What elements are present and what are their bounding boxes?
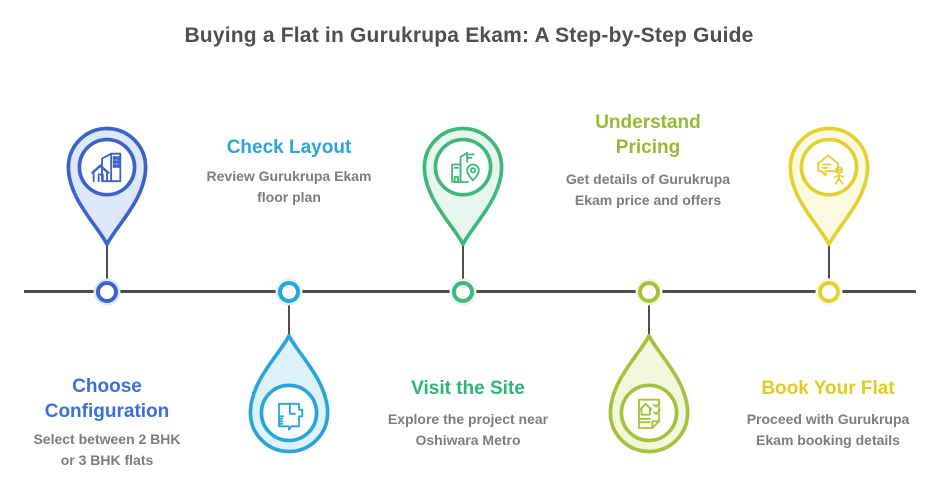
timeline-marker [278, 281, 300, 303]
step-heading: Check Layout [226, 137, 352, 158]
floor-plan-icon [278, 402, 304, 431]
house-agent-icon [817, 154, 845, 185]
buildings-icon [91, 152, 122, 183]
map-pin [422, 126, 504, 247]
connector-line [106, 245, 108, 283]
step-heading: Book Your Flat [761, 378, 895, 399]
step-description: Proceed with Gurukrupa Ekam booking deta… [746, 411, 910, 448]
connector-line [648, 301, 650, 334]
step-heading: Choose Configuration [44, 376, 170, 422]
map-pin [608, 333, 690, 454]
step-description: Explore the project near Oshiwara Metro [387, 411, 549, 448]
timeline-marker [452, 281, 474, 303]
connector-line [828, 245, 830, 283]
timeline-marker [96, 281, 118, 303]
timeline-marker [818, 281, 840, 303]
city-location-icon [451, 151, 480, 183]
document-checklist-icon [638, 398, 661, 429]
timeline-marker [638, 281, 660, 303]
step-heading: Understand Pricing [595, 112, 701, 158]
page-title: Buying a Flat in Gurukrupa Ekam: A Step-… [184, 24, 754, 47]
step-description: Select between 2 BHK or 3 BHK flats [33, 431, 181, 468]
step-description: Get details of Gurukrupa Ekam price and … [565, 171, 731, 208]
step-heading: Visit the Site [411, 378, 525, 399]
connector-line [462, 245, 464, 283]
map-pin [788, 126, 870, 247]
connector-line [288, 301, 290, 334]
step-description: Review Gurukrupa Ekam floor plan [206, 168, 372, 205]
